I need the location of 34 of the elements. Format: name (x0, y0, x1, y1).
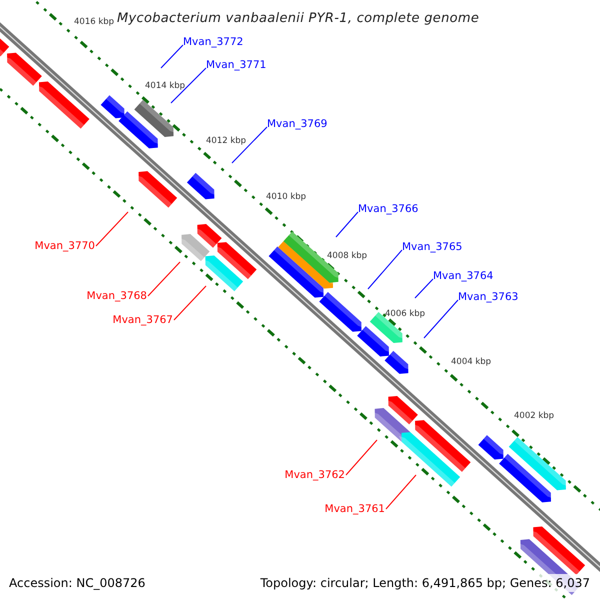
leader-line (368, 250, 402, 290)
gene-label: Mvan_3769 (267, 118, 328, 131)
gene-label: Mvan_3764 (433, 270, 494, 283)
accession-text: Accession: NC_008726 (9, 575, 146, 592)
scale-label: 4008 kbp (327, 250, 368, 263)
gene-label: Mvan_3767 (112, 314, 173, 327)
leader-line (424, 300, 458, 338)
gene-label: Mvan_3772 (183, 36, 244, 49)
scale-label: 4010 kbp (266, 191, 306, 204)
leader-line (346, 440, 378, 476)
gene-label: Mvan_3762 (284, 469, 345, 482)
scale-label: 4002 kbp (514, 410, 554, 423)
leader-line (414, 278, 434, 298)
leader-line (170, 68, 206, 104)
scale-label: 4014 kbp (145, 80, 186, 93)
scale-label: 4016 kbp (74, 16, 114, 29)
gene-label: Mvan_3766 (358, 203, 418, 216)
scale-label: 4012 kbp (206, 135, 246, 148)
leader-line (232, 126, 268, 164)
gene-label: Mvan_3768 (86, 290, 147, 303)
scale-label: 4006 kbp (385, 308, 426, 321)
title: Mycobacterium vanbaalenii PYR-1, complete genome (117, 10, 480, 28)
leader-line (148, 262, 180, 296)
scale-label: 4004 kbp (451, 356, 492, 369)
gene-label: Mvan_3763 (458, 291, 518, 304)
leader-line (386, 474, 416, 510)
leader-line (336, 212, 358, 238)
gene-label: Mvan_3761 (324, 503, 385, 516)
gene-label: Mvan_3771 (206, 59, 266, 72)
leader-line (96, 212, 128, 246)
gene-label: Mvan_3765 (402, 241, 462, 254)
gene-label: Mvan_3770 (34, 240, 95, 253)
leader-line (174, 286, 206, 320)
leader-line (160, 44, 184, 68)
